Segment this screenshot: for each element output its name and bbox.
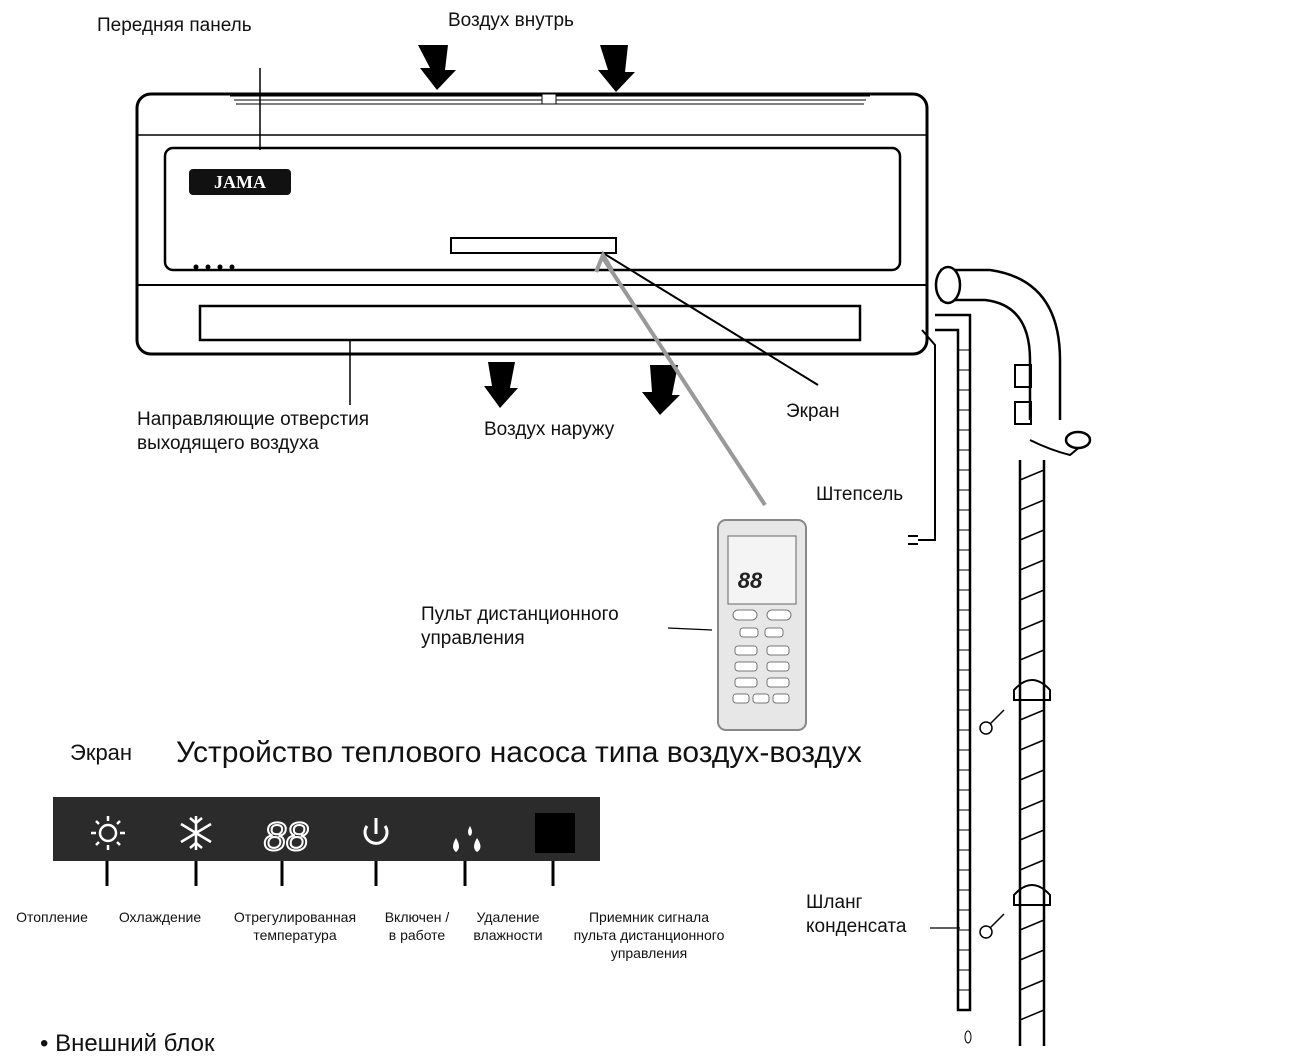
- indoor-unit: JAMA: [135, 92, 929, 356]
- page-title: Устройство теплового насоса типа воздух-…: [176, 736, 862, 769]
- label-front-panel: Передняя панель: [97, 15, 252, 36]
- brand-logo-text: JAMA: [214, 172, 266, 192]
- air-in-arrows: [418, 45, 635, 92]
- pipes-and-hose: [918, 265, 1092, 1046]
- label-air-out: Воздух наружу: [484, 419, 615, 440]
- brand-logo: [189, 169, 291, 195]
- caption-set-temperature: Отрегулированная температура: [233, 909, 357, 943]
- footer-outdoor-unit: • Внешний блок: [40, 1030, 215, 1057]
- power-icon: [363, 818, 389, 845]
- label-drain-hose-1: Шланг: [806, 892, 863, 913]
- front-panel: [163, 146, 902, 272]
- caption-cooling: Охлаждение: [118, 909, 202, 925]
- svg-text:88: 88: [738, 568, 763, 593]
- display-panel-label: Экран: [70, 740, 133, 765]
- label-screen: Экран: [786, 401, 840, 422]
- label-plug: Штепсель: [816, 484, 904, 505]
- drops-icon: [453, 826, 481, 852]
- display-window: [450, 237, 617, 254]
- label-outlet-vanes-2: выходящего воздуха: [137, 433, 319, 454]
- digits-icon: 88: [264, 815, 309, 859]
- drain-hose-ribs: [958, 349, 970, 991]
- screw-icon: [979, 709, 1005, 939]
- label-remote-1: Пульт дистанционного: [421, 604, 619, 625]
- caption-dehumidify: Удаление влажности: [473, 909, 543, 943]
- snowflake-icon: [180, 816, 212, 850]
- caption-receiver: Приемник сигнала пульта дистанционного у…: [573, 909, 725, 961]
- label-drain-hose-2: конденсата: [806, 916, 907, 937]
- air-out-arrows: [484, 362, 680, 415]
- label-remote-2: управления: [421, 628, 525, 649]
- label-air-in: Воздух внутрь: [448, 10, 574, 31]
- plug-icon: [908, 535, 918, 545]
- label-outlet-vanes-1: Направляющие отверстия: [137, 409, 370, 430]
- outlet-vanes: [198, 304, 862, 342]
- indicator-dots: [193, 264, 235, 270]
- sun-icon: [91, 816, 125, 850]
- caption-power-on: Включен / в работе: [384, 909, 450, 943]
- receiver-icon: [535, 813, 575, 853]
- remote-control: 88: [717, 519, 807, 731]
- caption-heating: Отопление: [16, 909, 88, 925]
- display-panel: 88: [53, 797, 600, 861]
